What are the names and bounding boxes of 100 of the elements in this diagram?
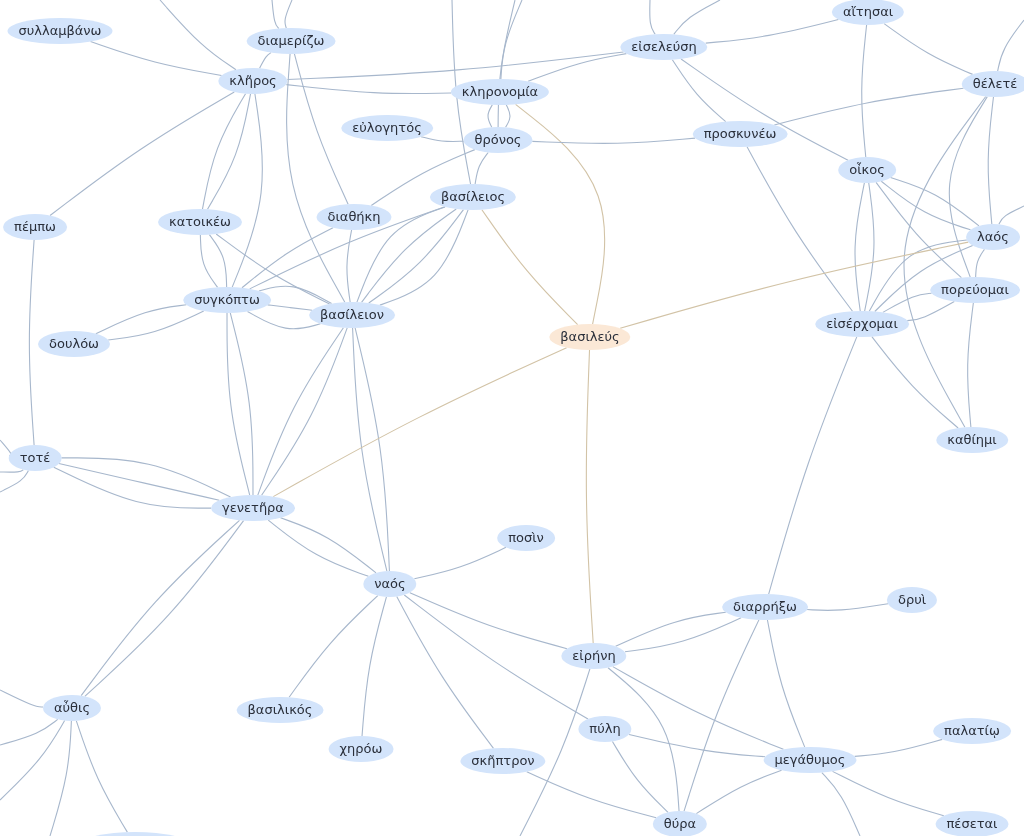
term-ellipse: βασιλεύς — [549, 324, 631, 350]
connector-line — [967, 302, 974, 428]
connector-line — [280, 517, 377, 574]
connector-line — [906, 301, 955, 322]
connector-line — [267, 519, 369, 577]
connector-line — [673, 0, 721, 35]
term-ellipse: βασίλειον — [309, 302, 395, 328]
connector-line — [28, 239, 35, 446]
connector-line — [531, 137, 696, 144]
connector-line — [58, 462, 220, 501]
connector-line — [346, 229, 353, 303]
connector-line — [286, 53, 346, 303]
term-ellipse: τοτέ — [8, 445, 62, 471]
term-ellipse: δρυὶ — [886, 587, 938, 613]
term-ellipse: ποσὶν — [497, 525, 555, 551]
term-ellipse: εἰσέρχομαι — [815, 311, 909, 337]
connector-line — [487, 104, 493, 128]
connector-line — [90, 41, 223, 77]
connector-line — [379, 209, 469, 306]
connector-line — [806, 603, 889, 611]
connector-line — [75, 720, 128, 833]
term-ellipse: δουλόω — [38, 331, 110, 357]
connector-line — [705, 18, 839, 44]
connector-line — [683, 619, 760, 812]
connector-line — [628, 734, 766, 758]
connector-line — [671, 59, 727, 123]
term-ellipse: πέμπω — [3, 214, 67, 240]
connector-line — [288, 595, 379, 698]
connector-line — [0, 469, 24, 473]
connector-line — [0, 718, 59, 746]
connector-line — [854, 182, 865, 312]
term-ellipse: κλῆρος — [218, 68, 288, 94]
connector-line — [619, 241, 969, 329]
term-ellipse: διαμερίζω — [246, 28, 336, 54]
connector-line — [231, 93, 263, 288]
connector-line — [585, 349, 594, 644]
term-ellipse: πύλη — [578, 716, 632, 742]
term-ellipse: λαός — [966, 224, 1020, 250]
connector-line — [49, 720, 72, 836]
connector-line — [370, 149, 476, 206]
term-ellipse: συλλαμβάνω — [7, 18, 113, 44]
term-ellipse: βασιλικός — [236, 697, 324, 723]
connector-line — [267, 304, 313, 311]
connector-line — [49, 91, 235, 217]
connector-line — [259, 52, 272, 69]
connector-line — [0, 720, 66, 801]
connector-line — [526, 771, 657, 819]
term-ellipse: συγκόπτω — [183, 287, 271, 313]
connector-line — [773, 87, 965, 126]
term-ellipse: παλατίῳ — [933, 718, 1011, 744]
connector-line — [505, 104, 511, 128]
term-ellipse: εἰσελεύση — [620, 34, 708, 60]
connector-line — [284, 0, 293, 29]
term-ellipse: προσκυνέω — [692, 121, 788, 147]
connector-line — [159, 0, 237, 71]
connector-line — [481, 209, 579, 326]
connector-line — [0, 689, 44, 708]
connector-line — [607, 667, 680, 812]
connector-line — [903, 95, 987, 428]
term-ellipse: πέσεται — [935, 811, 1009, 836]
connector-line — [413, 546, 507, 580]
connector-line — [286, 51, 625, 81]
connector-line — [998, 205, 1024, 225]
connector-line — [246, 310, 321, 330]
connector-line — [451, 0, 472, 185]
connector-line — [403, 594, 589, 720]
term-ellipse: οἶκος — [838, 157, 896, 183]
connector-line — [868, 239, 968, 312]
connector-line — [361, 208, 457, 303]
term-ellipse: εὐλογητός — [341, 115, 433, 141]
term-ellipse: βασίλειος — [429, 184, 517, 210]
connector-line — [768, 336, 858, 595]
connector-line — [53, 466, 212, 509]
connector-line — [258, 285, 333, 305]
connector-line — [882, 292, 933, 313]
connector-line — [500, 0, 523, 80]
connector-line — [997, 19, 1024, 72]
term-ellipse: θύρα — [652, 811, 708, 836]
connector-line — [875, 181, 962, 279]
connector-line — [880, 180, 972, 231]
connector-line — [948, 96, 988, 278]
connector-line — [695, 769, 783, 815]
connector-line — [987, 96, 994, 225]
connector-line — [368, 209, 464, 304]
connector-line — [821, 772, 861, 836]
connector-line — [361, 596, 387, 737]
connector-line — [975, 248, 985, 278]
term-ellipse: κατοικέω — [158, 209, 242, 235]
term-ellipse: κληρονομία — [450, 79, 550, 105]
connector-line — [515, 103, 606, 325]
connector-line — [680, 58, 849, 161]
connector-line — [861, 24, 868, 158]
connector-line — [624, 617, 742, 653]
connector-line — [871, 336, 959, 429]
term-ellipse: πορεύομαι — [930, 277, 1020, 303]
connector-line — [474, 151, 489, 185]
connector-line — [95, 304, 187, 335]
term-ellipse: σκῆπτρον — [460, 748, 546, 774]
connector-line — [615, 611, 727, 647]
connector-line — [766, 619, 806, 748]
